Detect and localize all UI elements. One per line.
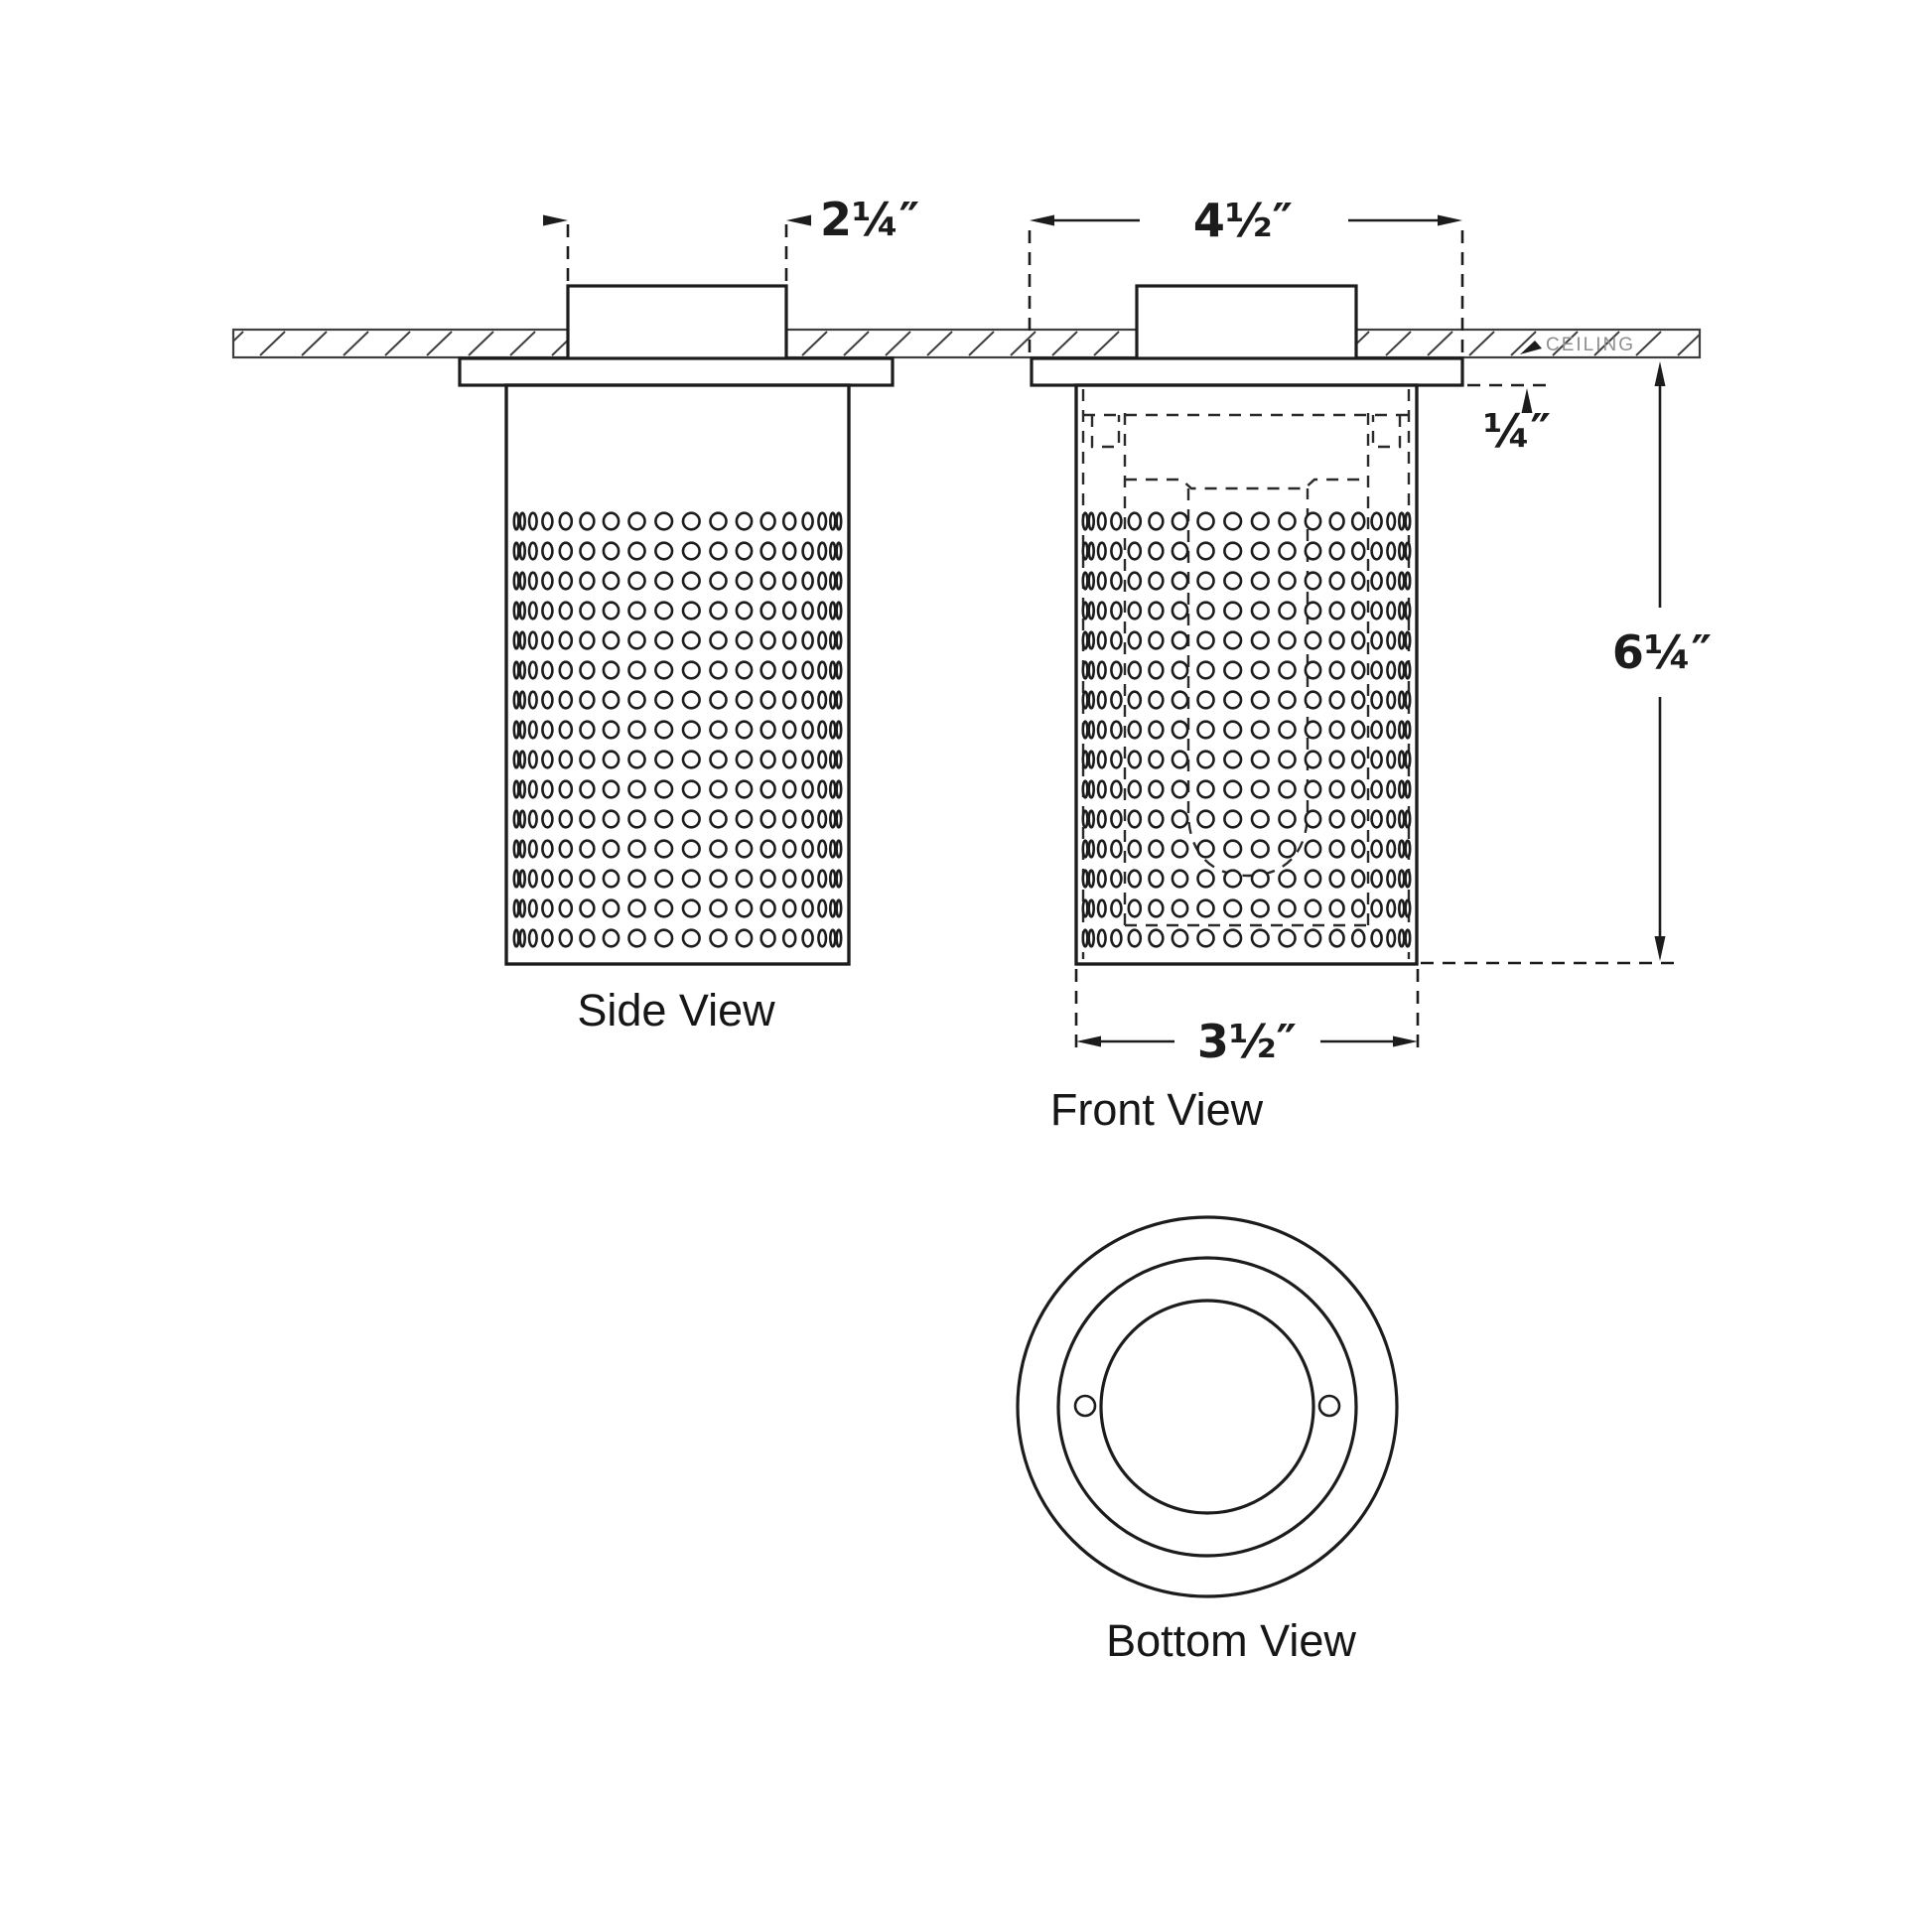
ceiling-section: CEILING [231,328,1702,359]
dim-arrow-icon [786,214,811,226]
dim-canopy-reveal-value: ¼″ [1483,404,1551,458]
side-view: Side View [458,284,895,1035]
dimension-canopy-width: 4½″ [1028,194,1464,384]
front-view: Front View [1030,284,1464,1135]
dim-arrow-icon [1521,388,1533,413]
dim-canopy-width-value: 4½″ [1193,194,1293,247]
side-view-label: Side View [577,985,775,1035]
front-canopy [1030,356,1464,387]
bottom-middle-ring [1056,1256,1358,1558]
dimension-junction-box-width: 2¼″ [543,193,919,283]
ceiling-band-middle [784,328,1139,359]
dim-shade-width-value: 3½″ [1197,1015,1297,1068]
screw-hole-left [1073,1394,1097,1418]
ceiling-label: CEILING [1546,335,1635,355]
side-junction-box [566,284,788,361]
ceiling-band-right [1354,328,1702,359]
dim-arrow-icon [1393,1035,1418,1047]
mounting-bracket-left [1090,415,1121,449]
dim-arrow-icon [1076,1035,1101,1047]
side-shade-outline [504,383,851,966]
screw-hole-right [1317,1394,1341,1418]
front-shade-cylinder [1074,383,1419,966]
bottom-view: Bottom View [1016,1215,1399,1666]
dim-arrow-icon [543,214,568,226]
dimension-canopy-reveal: ¼″ [1467,383,1551,458]
front-perforated-mesh [1081,511,1412,948]
bottom-inner-opening [1099,1299,1315,1515]
dim-arrow-icon [1654,361,1666,386]
socket-plate-hidden [1125,478,1368,490]
dim-overall-height-value: 6¼″ [1612,625,1712,679]
dimension-shade-width: 3½″ [1074,969,1420,1068]
dim-arrow-icon [1438,214,1462,226]
ceiling-leader-arrow-icon [1520,341,1542,354]
front-junction-box [1135,284,1358,361]
front-view-label: Front View [1050,1084,1264,1135]
side-shade-cylinder [504,383,851,966]
dimension-overall-height: 6¼″ [1421,361,1712,965]
ceiling-band-left [231,328,570,359]
dim-junction-box-width-value: 2¼″ [820,193,919,246]
mounting-bracket-right [1371,415,1402,449]
side-canopy [458,356,895,387]
dim-arrow-icon [1030,214,1054,226]
dim-arrow-icon [1654,936,1666,961]
lamp-bulb-hidden-outline [1186,488,1310,878]
side-perforated-mesh [512,511,843,948]
bottom-view-label: Bottom View [1106,1615,1356,1666]
front-shade-outline [1074,383,1419,966]
front-interior-hidden-lines [1081,389,1411,959]
bottom-outer-ring [1016,1215,1399,1598]
